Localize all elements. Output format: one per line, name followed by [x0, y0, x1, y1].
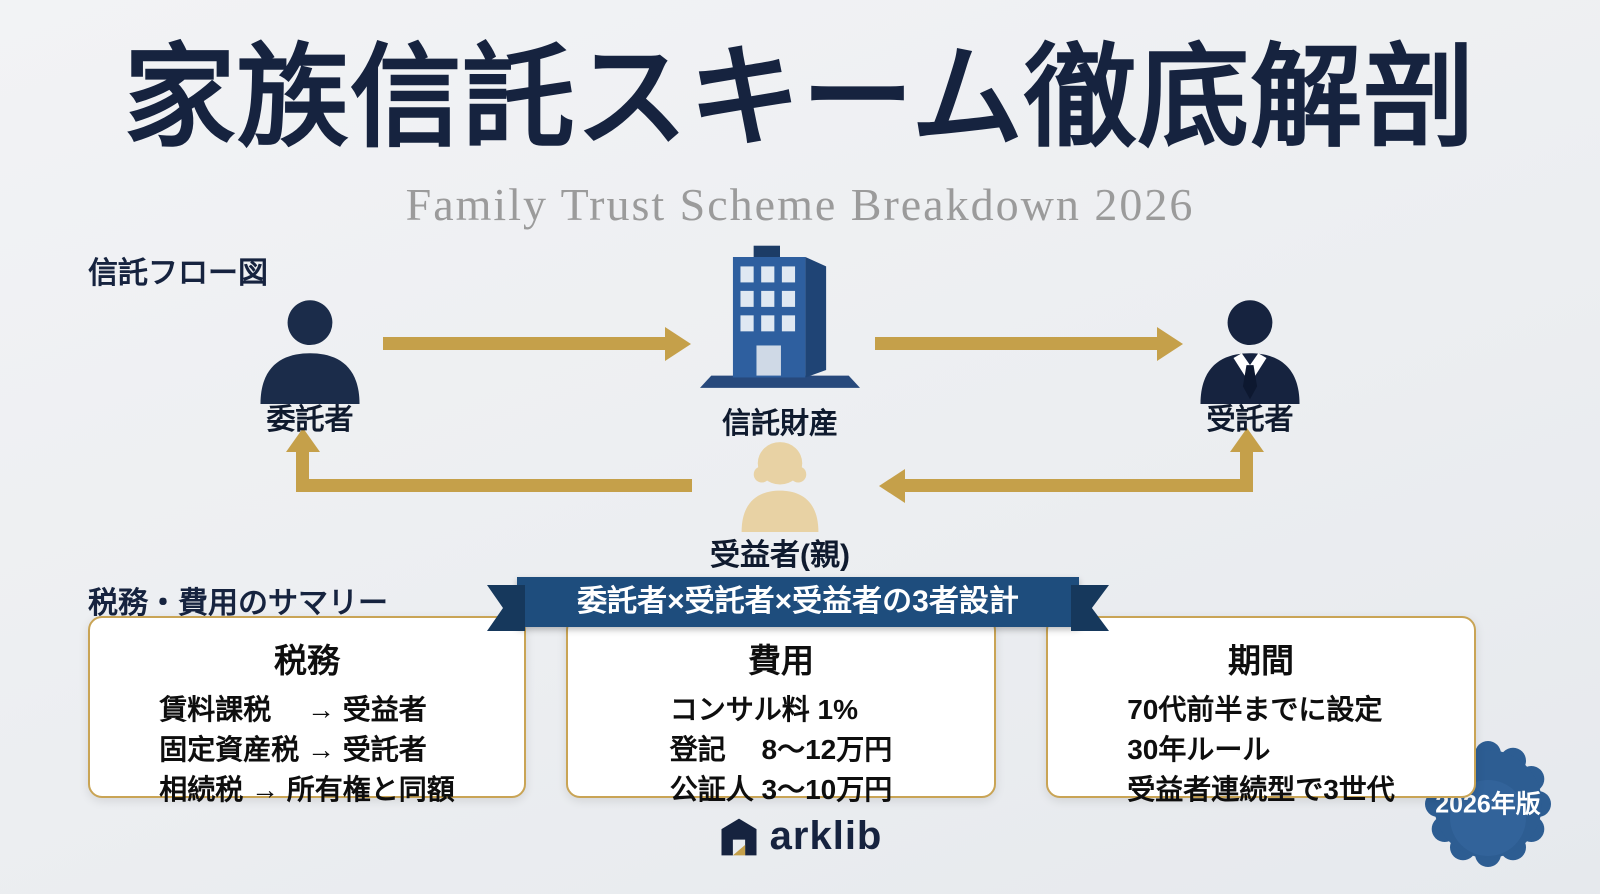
arrow-return-left-up	[296, 452, 309, 492]
arrow-return-left-horizontal	[296, 479, 692, 492]
summary-section-label: 税務・費用のサマリー	[88, 587, 388, 620]
arrow-settlor-to-trust	[383, 337, 665, 350]
tax-card-line: 賃料課税 → 受益者	[159, 694, 427, 725]
trust-property-label: 信託財産	[721, 408, 838, 440]
beneficiary-label: 受益者(親)	[710, 539, 850, 572]
arrow-trustee-to-beneficiary	[905, 479, 1253, 492]
arklib-logo: arklib	[0, 814, 1600, 859]
cost-card-lines: コンサル料 1% 登記 8〜12万円 公証人 3〜10万円	[670, 690, 893, 809]
arrow-trust-to-trustee	[875, 337, 1157, 350]
trust-property-building-icon	[700, 244, 860, 398]
tax-card-line: 相続税 → 所有権と同額	[159, 773, 455, 805]
page-subtitle: Family Trust Scheme Breakdown 2026	[405, 179, 1195, 230]
cost-card-line: コンサル料 1%	[669, 694, 858, 725]
arklib-logo-text: arklib	[769, 814, 883, 858]
cost-card: 費用 コンサル料 1% 登記 8〜12万円 公証人 3〜10万円	[566, 616, 996, 805]
period-card-lines: 70代前半までに設定 30年ルール 受益者連続型で3世代	[1127, 690, 1395, 809]
cost-card-line: 公証人 3〜10万円	[669, 773, 893, 805]
trustee-person-icon	[1190, 292, 1310, 404]
period-card-line: 70代前半までに設定	[1127, 694, 1383, 725]
tax-card-title: 税務	[274, 642, 340, 679]
period-card: 期間 70代前半までに設定 30年ルール 受益者連続型で3世代	[1046, 616, 1476, 805]
beneficiary-person-icon	[728, 436, 832, 532]
cost-card-line: 登記 8〜12万円	[669, 733, 893, 765]
flow-section-label: 信託フロー図	[88, 257, 268, 290]
tax-card: 税務 賃料課税 → 受益者 固定資産税 → 受託者 相続税 → 所有権と同額	[88, 616, 526, 805]
period-card-title: 期間	[1228, 642, 1294, 679]
page-title: 家族信託スキーム徹底解剖	[123, 35, 1477, 160]
arklib-logo-icon	[718, 816, 760, 858]
trustee-label: 受託者	[1206, 404, 1294, 436]
tax-card-line: 固定資産税 → 受託者	[159, 733, 427, 765]
tax-card-lines: 賃料課税 → 受益者 固定資産税 → 受託者 相続税 → 所有権と同額	[159, 690, 455, 809]
settlor-label: 委託者	[266, 404, 354, 436]
period-card-line: 30年ルール	[1127, 733, 1271, 765]
three-party-ribbon: 委託者×受託者×受益者の3者設計	[517, 577, 1079, 627]
settlor-person-icon	[250, 292, 370, 404]
arrow-return-right-up	[1240, 452, 1253, 492]
cost-card-title: 費用	[748, 642, 814, 679]
period-card-line: 受益者連続型で3世代	[1127, 773, 1395, 805]
